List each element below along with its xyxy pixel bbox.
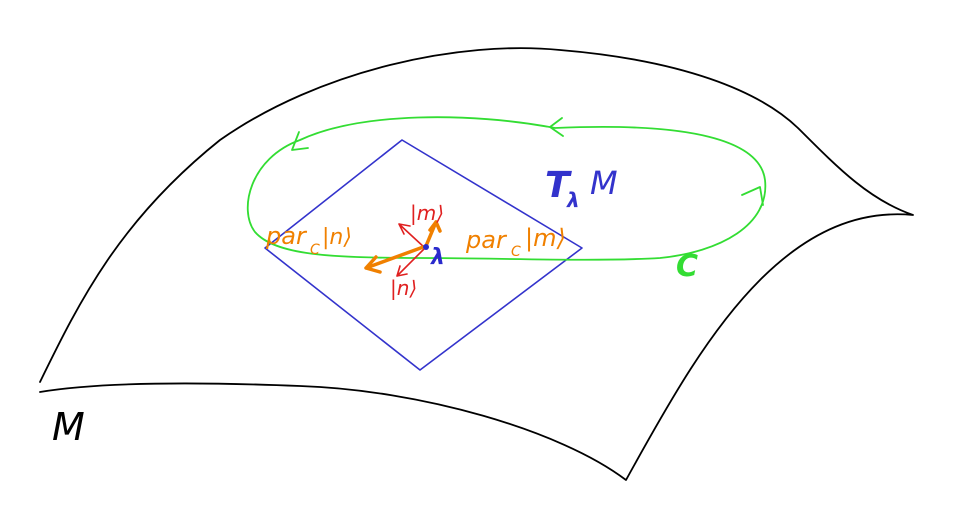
par-n-ket: |n⟩ (322, 225, 352, 250)
tangent-space-label-M: M (590, 164, 618, 202)
par-n-sub: C (310, 242, 320, 258)
tangent-space-label-T: T (545, 165, 572, 206)
manifold-outline (39, 47, 914, 481)
basis-n-label: |n⟩ (390, 276, 417, 300)
tangent-space-label-sub: λ (566, 188, 580, 212)
transported-vector-m (424, 220, 442, 248)
par-n-label: par (265, 222, 308, 250)
manifold-label: M (52, 405, 85, 449)
basis-m-label: |m⟩ (410, 201, 444, 225)
base-point (423, 244, 429, 250)
basis-vector-n (396, 247, 426, 277)
par-m-label: par (465, 226, 508, 254)
loop-curve (246, 116, 767, 261)
tangent-plane (264, 139, 583, 371)
loop-arrow-left (291, 131, 309, 151)
loop-arrow-right (741, 186, 764, 206)
basis-vector-m (398, 223, 426, 249)
par-m-ket: |m⟩ (525, 224, 566, 252)
curve-label: C (676, 249, 698, 284)
par-m-sub: C (511, 244, 521, 260)
loop-arrow-top (549, 117, 564, 137)
point-label: λ (430, 245, 445, 270)
transported-vector-n (364, 244, 428, 274)
